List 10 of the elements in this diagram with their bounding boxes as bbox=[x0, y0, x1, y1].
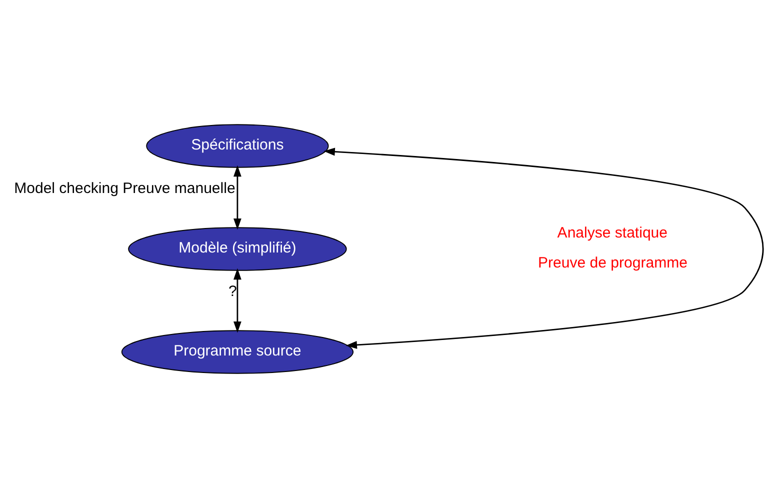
node-ellipse: Spécifications bbox=[146, 124, 329, 168]
node-ellipse: Modèle (simplifié) bbox=[128, 227, 347, 271]
label: Preuve de programme bbox=[538, 254, 688, 272]
arrow bbox=[324, 148, 764, 349]
arrow bbox=[234, 165, 242, 230]
label: Analyse statique bbox=[557, 224, 668, 242]
edge-label: ? bbox=[228, 282, 237, 300]
node-ellipse: Programme source bbox=[121, 330, 354, 374]
edge-label: Model checking Preuve manuelle bbox=[14, 180, 236, 197]
arrow bbox=[234, 268, 242, 333]
